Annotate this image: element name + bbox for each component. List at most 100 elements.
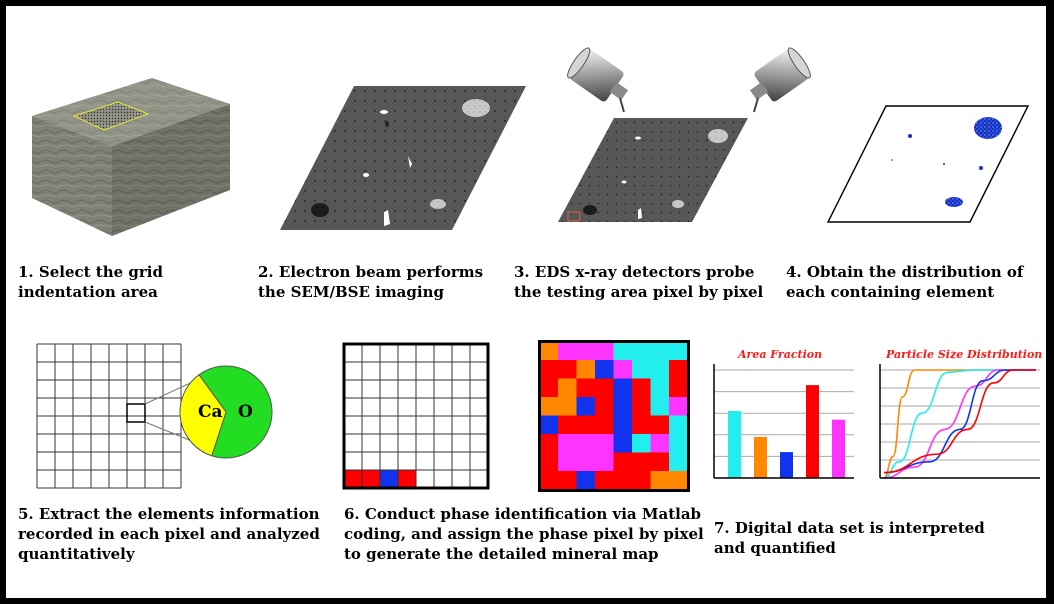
pie-slice-ca: [179, 374, 227, 457]
mineral-pixel: [539, 341, 559, 361]
caption-step-2: 2. Electron beam performs the SEM/BSE im…: [258, 263, 484, 301]
mineral-pixel: [632, 378, 651, 398]
particle-size-chart: Particle Size Distribution: [879, 348, 1042, 479]
indentation-grid-area: [72, 101, 150, 131]
mineral-pixel: [632, 471, 651, 490]
mineral-pixel: [539, 397, 559, 416]
caption-step-7: 7. Digital data set is interpreted and q…: [714, 519, 985, 557]
mineral-pixel: [669, 415, 688, 435]
mineral-pixel: [632, 397, 651, 416]
mineral-pixel: [576, 452, 596, 472]
mineral-pixel: [595, 452, 614, 472]
area-fraction-chart: Area Fraction: [713, 348, 854, 479]
mineral-pixel: [650, 397, 670, 416]
mineral-pixel: [613, 378, 633, 398]
mineral-pixel: [650, 415, 670, 435]
mineral-pixel: [650, 452, 670, 472]
mineral-pixel: [539, 378, 559, 398]
selected-pixel: [126, 403, 146, 423]
mineral-pixel: [558, 341, 577, 361]
rock-block: [32, 78, 230, 236]
area-fraction-title: Area Fraction: [737, 348, 822, 361]
caption-step-4: 4. Obtain the distribution of each conta…: [786, 263, 1024, 301]
eds-detector-left-icon: [567, 47, 629, 113]
caption-step-3: 3. EDS x-ray detectors probe the testing…: [514, 263, 764, 301]
pie-slice-o: [198, 365, 273, 459]
mineral-pixel: [632, 434, 651, 453]
figure-frame: 1. Select the grid indentation area 2. E…: [6, 6, 1046, 598]
psd-series-4: [883, 369, 1036, 474]
eds-scan-image: [558, 118, 748, 222]
mineral-pixel: [558, 434, 577, 453]
mineral-pixel: [613, 434, 633, 453]
mineral-pixel: [576, 471, 596, 490]
phase-pixel: [344, 470, 362, 488]
mineral-pixel: [558, 378, 577, 398]
mineral-pixel: [576, 415, 596, 435]
mineral-pixel: [539, 415, 559, 435]
mineral-pixel: [595, 341, 614, 361]
mineral-pixel: [576, 378, 596, 398]
mineral-pixel: [669, 341, 688, 361]
mineral-pixel: [595, 397, 614, 416]
mineral-pixel: [632, 452, 651, 472]
element-pie-chart: Ca O: [179, 365, 273, 459]
mineral-pixel: [632, 360, 651, 379]
mineral-pixel: [669, 434, 688, 453]
psd-series-2: [883, 369, 1036, 479]
caption-step-6: 6. Conduct phase identification via Matl…: [344, 505, 704, 563]
particle-size-title: Particle Size Distribution: [885, 348, 1042, 361]
mineral-pixel: [613, 471, 633, 490]
mineral-pixel: [539, 471, 559, 490]
mineral-pixel: [650, 434, 670, 453]
bar-magenta: [832, 419, 845, 478]
element-distribution-map: [826, 105, 1030, 223]
bar-red: [806, 385, 819, 478]
phase-pixel: [398, 470, 416, 488]
phase-pixel: [380, 470, 398, 488]
rock-right-face: [112, 104, 230, 236]
mineral-pixel: [632, 341, 651, 361]
mineral-pixel: [669, 452, 688, 472]
mineral-pixel: [669, 360, 688, 379]
rock-left-face: [32, 116, 112, 236]
phase-assignment-grid: [342, 342, 490, 490]
pie-label-ca: Ca: [198, 402, 223, 422]
mineral-pixel: [558, 471, 577, 490]
mineral-pixel: [613, 360, 633, 379]
grid-border: [342, 342, 490, 490]
bar-blue: [780, 452, 793, 478]
mineral-pixel: [558, 452, 577, 472]
bar-orange: [754, 436, 767, 478]
mineral-pixel: [576, 434, 596, 453]
phase-pixel: [362, 470, 380, 488]
mineral-pixel: [558, 397, 577, 416]
mineral-pixel: [595, 415, 614, 435]
mineral-pixel: [539, 360, 559, 379]
mineral-pixel: [650, 471, 670, 490]
mineral-pixel: [595, 471, 614, 490]
mineral-map: [538, 340, 690, 492]
scan-pixel-marker: [567, 211, 581, 222]
mineral-pixel: [632, 415, 651, 435]
mineral-pixel: [613, 452, 633, 472]
eds-detector-right-icon: [749, 47, 811, 113]
mineral-pixel: [576, 360, 596, 379]
mineral-pixel: [576, 397, 596, 416]
mineral-pixel: [539, 452, 559, 472]
mineral-pixel: [650, 341, 670, 361]
mineral-pixel: [558, 415, 577, 435]
sem-bse-image: [280, 86, 526, 230]
mineral-pixel: [669, 378, 688, 398]
mineral-pixel: [613, 415, 633, 435]
mineral-pixel: [595, 360, 614, 379]
psd-series-3: [883, 369, 1036, 474]
bar-cyan: [728, 411, 741, 478]
mineral-pixel: [650, 378, 670, 398]
mineral-pixel: [576, 341, 596, 361]
mineral-pixel: [595, 378, 614, 398]
mineral-pixel: [669, 471, 688, 490]
caption-step-1: 1. Select the grid indentation area: [18, 263, 163, 301]
caption-step-5: 5. Extract the elements information reco…: [18, 505, 320, 563]
psd-series-1: [883, 369, 1036, 479]
